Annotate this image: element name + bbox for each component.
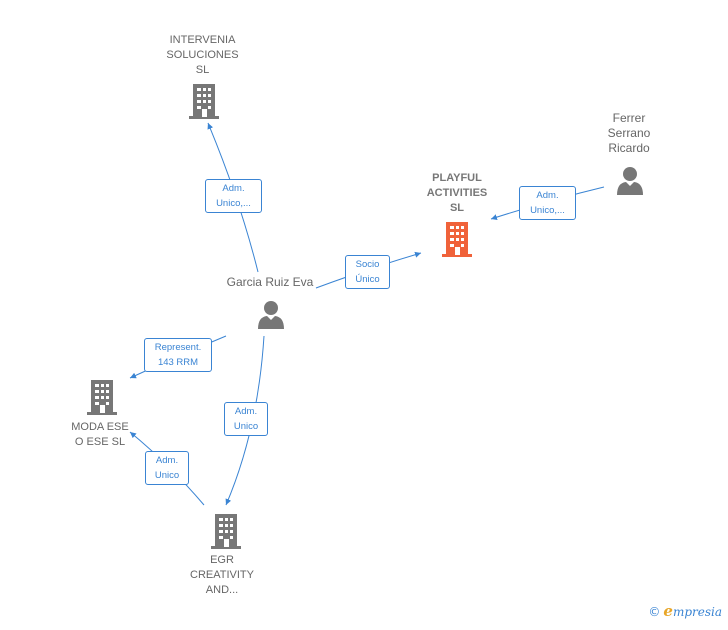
edge-label-line: Adm. — [234, 406, 258, 417]
node-egr-label-line-2: CREATIVITY — [190, 569, 254, 581]
edge-label-line: Adm. — [155, 455, 179, 466]
node-egr-label-line-1: EGR — [210, 554, 234, 566]
edge-label-garcia-moda[interactable]: Represent. 143 RRM — [144, 338, 212, 372]
node-playful-label[interactable]: PLAYFUL ACTIVITIES SL — [408, 171, 506, 216]
edge-label-line: 143 RRM — [157, 357, 199, 368]
edge-label-garcia-intervenia[interactable]: Adm. Unico,... — [205, 179, 262, 213]
node-intervenia-label-line-2: SOLUCIONES — [166, 49, 239, 61]
node-playful-label-line-1: PLAYFUL — [432, 172, 482, 184]
edge-label-garcia-playful[interactable]: Socio Único — [345, 255, 390, 289]
brand-name: mpresia — [672, 605, 722, 619]
node-playful-label-line-3: SL — [449, 202, 465, 214]
edge-label-line: Unico,... — [216, 198, 251, 209]
edge-label-garcia-egr[interactable]: Adm. Unico — [224, 402, 268, 436]
edge-label-line: Unico,... — [530, 205, 565, 216]
node-intervenia-label-line-3: SL — [195, 64, 210, 76]
node-moda-label[interactable]: MODA ESE O ESE SL — [55, 420, 145, 450]
node-intervenia-label[interactable]: INTERVENIA SOLUCIONES SL — [150, 33, 255, 78]
edge-label-ferrer-playful[interactable]: Adm. Unico,... — [519, 186, 576, 220]
building-icon[interactable] — [210, 513, 242, 549]
node-ferrer-label-line-1: Ferrer — [612, 111, 646, 125]
building-icon[interactable] — [188, 83, 220, 119]
edge-label-line: Socio — [355, 259, 380, 270]
copyright-symbol: © — [648, 605, 661, 619]
person-icon[interactable] — [256, 299, 286, 329]
brand-initial: e — [663, 602, 673, 620]
node-ferrer-label-line-2: Serrano — [607, 126, 651, 140]
edge-label-line: Represent. — [154, 342, 202, 353]
edge-label-egr-moda[interactable]: Adm. Unico — [145, 451, 189, 485]
node-garcia-label[interactable]: Garcia Ruiz Eva — [210, 275, 330, 290]
node-moda-label-line-2: O ESE SL — [74, 436, 126, 448]
building-icon[interactable] — [86, 379, 118, 415]
node-moda-label-line-1: MODA ESE — [71, 421, 129, 433]
node-ferrer-label[interactable]: Ferrer Serrano Ricardo — [585, 111, 673, 156]
node-garcia-label-line-1: Garcia Ruiz Eva — [226, 275, 314, 289]
node-playful-label-line-2: ACTIVITIES — [426, 187, 488, 199]
edge-label-line: Adm. — [222, 183, 245, 194]
empresia-logo[interactable]: ©empresia — [648, 602, 722, 620]
node-egr-label[interactable]: EGR CREATIVITY AND... — [177, 553, 267, 598]
main-building-icon[interactable] — [441, 221, 473, 257]
node-intervenia-label-line-1: INTERVENIA — [169, 34, 236, 46]
edge-label-line: Unico — [154, 470, 180, 481]
edge-label-line: Adm. — [536, 190, 559, 201]
person-icon[interactable] — [615, 165, 645, 195]
node-egr-label-line-3: AND... — [205, 584, 239, 596]
node-ferrer-label-line-3: Ricardo — [608, 141, 650, 155]
edge-label-line: Único — [355, 274, 380, 285]
edge-label-line: Unico — [233, 421, 259, 432]
